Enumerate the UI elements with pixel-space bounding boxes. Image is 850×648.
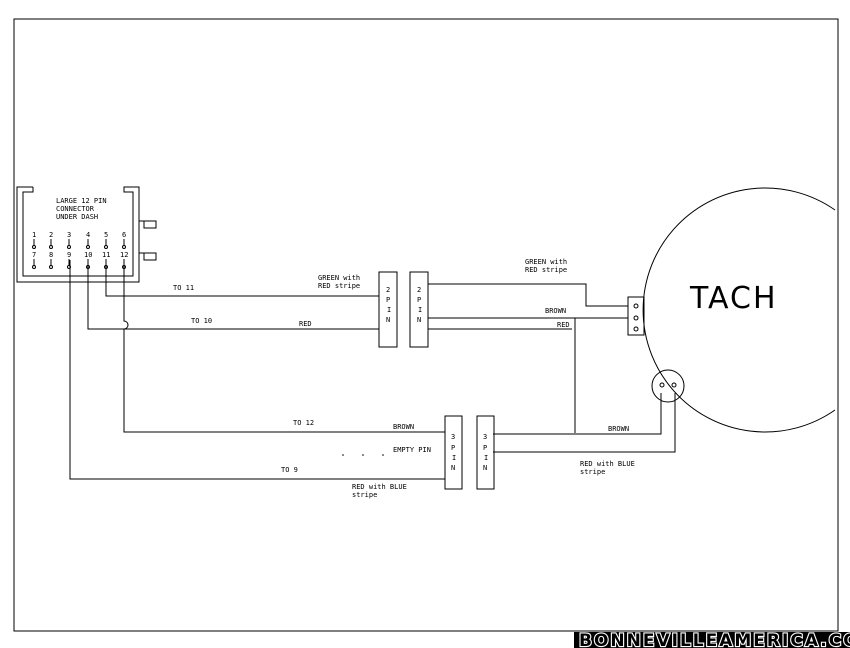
plug-3-pin-a: 3 P I N [444,415,463,490]
watermark-bg [574,632,850,648]
connector-pin-2-label: 2 [49,231,53,239]
connector-title-line-3: UNDER DASH [56,213,98,221]
plug3a-char-3: I [452,454,456,462]
plug3b-char-3: I [484,454,488,462]
connector-pin-3-label: 3 [67,231,71,239]
connector-pin-4 [86,245,90,249]
plug2b-char-2: P [417,296,421,304]
connector-pin-4-label: 4 [86,231,90,239]
tach-label: TACH [689,281,778,316]
connector-pin-6 [122,245,126,249]
connector-pin-11-label: 11 [102,251,110,259]
connector-pin-8-label: 8 [49,251,53,259]
plug2a-char-3: I [387,306,391,314]
plug2b-char-1: 2 [417,286,421,294]
plug2b-char-3: I [418,306,422,314]
plug2b-char-4: N [417,316,421,324]
watermark-logo: BONNEVILLEAMERICA.COM [579,631,850,648]
label-to-11: TO 11 [173,284,194,292]
diagram-border [13,18,839,632]
label-brown-3: BROWN [608,425,629,433]
tach-gauge: TACH [627,187,836,433]
connector-pin-6-label: 6 [122,231,126,239]
connector-pin-8 [49,265,53,269]
tach-socket [651,369,685,403]
connector-pin-12-label: 12 [120,251,128,259]
label-green-red-2: RED stripe [318,282,360,290]
connector-pin-7 [32,265,36,269]
label-red-blue-2: stripe [352,491,377,499]
label-brown-1: BROWN [545,307,566,315]
label-green-red-1: GREEN with [318,274,360,282]
label-green-red-4: RED stripe [525,266,567,274]
plug3b-char-2: P [483,444,487,452]
plug3b-char-4: N [483,464,487,472]
connector-pin-10-label: 10 [84,251,92,259]
plug2a-char-2: P [386,296,390,304]
plug2a-char-4: N [386,316,390,324]
connector-pin-7-label: 7 [32,251,36,259]
connector-pin-9-label: 9 [67,251,71,259]
wire-labels: TO 11 GREEN with RED stripe TO 10 RED GR… [173,258,635,499]
label-to-10: TO 10 [191,317,212,325]
plug3b-char-1: 3 [483,433,487,441]
plug-2-pin-a: 2 P I N [378,271,398,348]
connector-title-line-2: CONNECTOR [56,205,95,213]
plug-3-pin-b: 3 P I N [476,415,495,490]
label-red-blue-1: RED with BLUE [352,483,407,491]
connector-pin-1 [32,245,36,249]
connector-pin-5 [104,245,108,249]
label-empty-pin: EMPTY PIN [393,446,431,454]
plug2a-char-1: 2 [386,286,390,294]
tach-terminal-block [627,296,645,336]
label-to-9: TO 9 [281,466,298,474]
label-red-2: RED [557,321,570,329]
plug3a-char-4: N [451,464,455,472]
label-to-12: TO 12 [293,419,314,427]
connector-pin-1-label: 1 [32,231,36,239]
connector-title-line-1: LARGE 12 PIN [56,197,107,205]
label-red-blue-4: stripe [580,468,605,476]
plug3a-char-1: 3 [451,433,455,441]
plug-2-pin-b: 2 P I N [409,271,429,348]
connector-pin-5-label: 5 [104,231,108,239]
wires [69,260,676,480]
label-green-red-3: GREEN with [525,258,567,266]
connector-pin-2 [49,245,53,249]
label-brown-2: BROWN [393,423,414,431]
label-red-blue-3: RED with BLUE [580,460,635,468]
plug3a-char-2: P [451,444,455,452]
label-red-1: RED [299,320,312,328]
connector-pin-3 [67,245,71,249]
